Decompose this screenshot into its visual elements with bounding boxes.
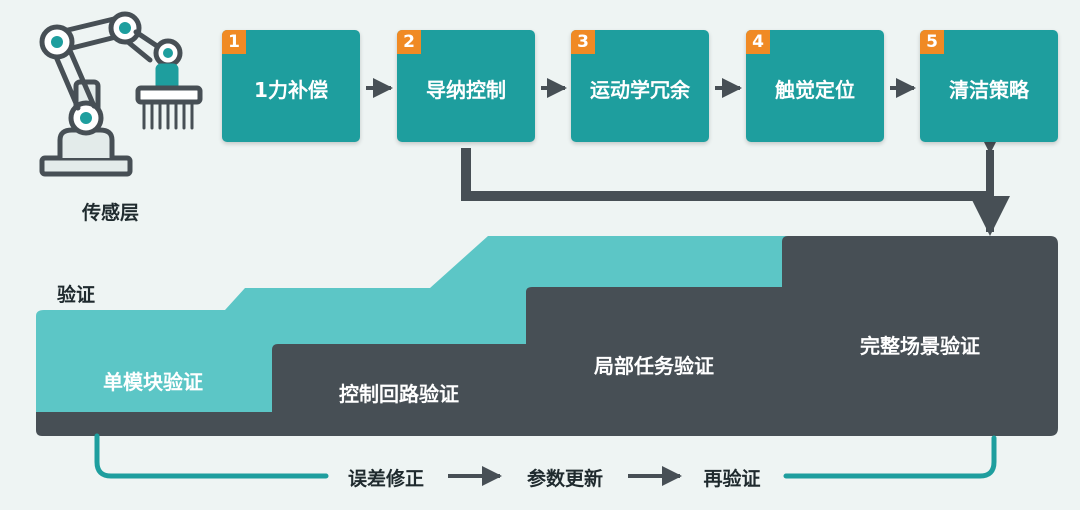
- stage-block-control-loop: [272, 344, 526, 436]
- step-connector-line: [461, 148, 990, 201]
- step-tactile-localization: 4 触觉定位: [746, 30, 884, 142]
- step-kinematic-redundancy: 3 运动学冗余: [571, 30, 709, 142]
- step-force-compensation: 1 1力补偿: [222, 30, 360, 142]
- step-number-badge: 1: [222, 30, 246, 54]
- loop-label-reverify: 再验证: [703, 468, 761, 490]
- step-label: 1力补偿: [254, 78, 328, 102]
- step-admittance-control: 2 导纳控制: [397, 30, 535, 142]
- feedback-loop-line-start: [94, 433, 329, 479]
- stage-label-control-loop: 控制回路验证: [339, 382, 459, 406]
- stage-label-local-task: 局部任务验证: [594, 354, 714, 378]
- sensor-layer-label: 传感层: [82, 202, 140, 224]
- step-label: 运动学冗余: [590, 78, 690, 102]
- robot-arm-icon: [39, 11, 203, 177]
- loop-label-parameter-update: 参数更新: [526, 468, 604, 490]
- step-number-badge: 5: [920, 30, 944, 54]
- feedback-loop-line-end: [783, 435, 997, 479]
- stage-label-single-module: 单模块验证: [103, 370, 203, 394]
- stage-base-strip: [36, 412, 272, 436]
- stage-label-full-scene: 完整场景验证: [860, 334, 980, 358]
- step-cleaning-strategy: 5 清洁策略: [920, 30, 1058, 142]
- step-label: 清洁策略: [949, 78, 1029, 102]
- stage-block-full-scene: [782, 236, 1058, 436]
- step-label: 触觉定位: [775, 78, 855, 102]
- step-number-badge: 2: [397, 30, 421, 54]
- step-label: 导纳控制: [426, 78, 506, 102]
- verification-label: 验证: [57, 284, 96, 306]
- step-number-badge: 4: [746, 30, 770, 54]
- loop-label-error-correction: 误差修正: [347, 468, 425, 490]
- stage-block-local-task: [526, 287, 782, 436]
- step-number-badge: 3: [571, 30, 595, 54]
